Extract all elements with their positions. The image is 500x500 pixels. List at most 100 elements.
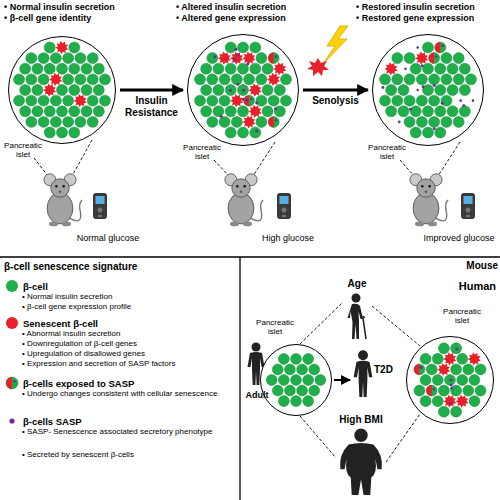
- senescent-cell: [249, 83, 262, 96]
- sasp-dot: [229, 89, 232, 92]
- beta-cell: [423, 127, 434, 138]
- beta-cell: [225, 106, 236, 117]
- beta-cell: [268, 95, 279, 106]
- beta-cell: [219, 95, 230, 106]
- beta-cell: [297, 385, 308, 396]
- beta-cell: [429, 116, 440, 127]
- legend-swatch: [5, 414, 19, 428]
- beta-cell: [438, 343, 449, 354]
- exposed-cell: [414, 364, 425, 375]
- beta-cell: [225, 127, 236, 138]
- legend-bullet: • Abnormal insulin secretion: [22, 329, 238, 338]
- arrow-label: Senolysis: [300, 95, 372, 107]
- beta-cell: [457, 375, 468, 386]
- beta-cell: [475, 364, 486, 375]
- exposed-cell-part: [435, 42, 440, 53]
- beta-cell: [38, 116, 49, 127]
- beta-cell: [50, 95, 61, 106]
- senescent-cell: [55, 41, 68, 54]
- beta-cell: [423, 63, 434, 74]
- islet-label: Pancreatic islet: [365, 143, 409, 161]
- exposed-cell: [435, 42, 446, 53]
- senescent-cell: [385, 62, 398, 75]
- beta-cell: [219, 116, 230, 127]
- beta-cell: [303, 396, 314, 407]
- beta-cell: [463, 364, 474, 375]
- islet-label: Pancreatic islet: [1, 141, 45, 159]
- islet-label: Pancreatic islet: [253, 318, 297, 336]
- sasp-dot: [419, 366, 422, 369]
- legend-text: β-cell: [23, 281, 48, 292]
- beta-cell: [416, 116, 427, 127]
- beta-cell: [93, 85, 104, 96]
- glucose-status: Improved glucose: [418, 233, 500, 243]
- beta-cell: [414, 385, 425, 396]
- sasp-dot: [236, 83, 239, 86]
- beta-cell: [429, 95, 440, 106]
- beta-cell: [213, 85, 224, 96]
- beta-cell: [386, 106, 397, 117]
- beta-cell: [435, 63, 446, 74]
- beta-cell: [451, 364, 462, 375]
- legend-bullet: • Upregulation of disallowed genes: [22, 349, 238, 358]
- beta-cell: [69, 42, 80, 53]
- islet-cells: [407, 337, 493, 423]
- beta-cell: [432, 375, 443, 386]
- beta-cell: [69, 63, 80, 74]
- beta-cell: [238, 63, 249, 74]
- sasp-dot: [433, 127, 436, 130]
- sasp-dot: [404, 67, 407, 70]
- beta-cell: [380, 95, 391, 106]
- beta-cell: [469, 396, 480, 407]
- exposed-cell: [268, 116, 279, 127]
- beta-cell: [420, 353, 431, 364]
- beta-cell: [87, 74, 98, 85]
- stage-feature: • Restored insulin secretion: [356, 2, 500, 12]
- legend-text: β-cells exposed to SASP: [23, 378, 134, 389]
- beta-cell: [57, 85, 68, 96]
- beta-cell: [38, 74, 49, 85]
- beta-cell: [404, 74, 415, 85]
- figure-label: Age: [340, 278, 374, 290]
- beta-cell: [291, 375, 302, 386]
- beta-cell: [435, 85, 446, 96]
- legend-bullet: • SASP- Senescence associated secretory …: [22, 427, 238, 436]
- beta-cell: [420, 396, 431, 407]
- legend-bullet: • β-cell gene expression profile: [22, 302, 238, 311]
- stage-feature: • Normal insulin secretion: [4, 2, 164, 12]
- exposed-cell-part: [244, 95, 250, 106]
- panel-title: Mouse: [448, 260, 498, 272]
- glucometer-icon: [277, 193, 291, 219]
- beta-cell: [219, 74, 230, 85]
- beta-cell: [225, 85, 236, 96]
- islet-circle: Pancreatic islet: [406, 336, 494, 424]
- beta-cell: [438, 406, 449, 417]
- beta-cell: [392, 74, 403, 85]
- beta-cell: [441, 53, 452, 64]
- stage-feature: • β-cell gene identity: [4, 13, 164, 23]
- sasp-dot: [398, 121, 401, 124]
- beta-cell: [274, 85, 285, 96]
- beta-cell: [50, 53, 61, 64]
- legend-title: β-cell senescence signature: [4, 261, 238, 273]
- beta-cell: [195, 74, 206, 85]
- beta-cell: [420, 375, 431, 386]
- sasp-dot: [421, 64, 424, 67]
- sasp-dot: [449, 402, 452, 405]
- beta-cell: [57, 63, 68, 74]
- stage-feature: • Altered gene expression: [176, 13, 336, 23]
- islet-circle: Pancreatic islet: [8, 36, 116, 144]
- senescent-cell: [437, 363, 450, 376]
- sasp-dot: [409, 108, 412, 111]
- islet-label: Pancreatic islet: [180, 143, 224, 161]
- beta-cell: [93, 106, 104, 117]
- panel-divider: [0, 256, 500, 257]
- senolytic-drug: [307, 58, 329, 76]
- beta-cell: [256, 74, 267, 85]
- legend-swatch: [5, 316, 19, 330]
- beta-cell: [87, 95, 98, 106]
- sasp-dot: [416, 46, 419, 49]
- exposed-cell-part: [429, 53, 435, 64]
- senescent-cell: [242, 52, 255, 65]
- beta-cell: [20, 85, 31, 96]
